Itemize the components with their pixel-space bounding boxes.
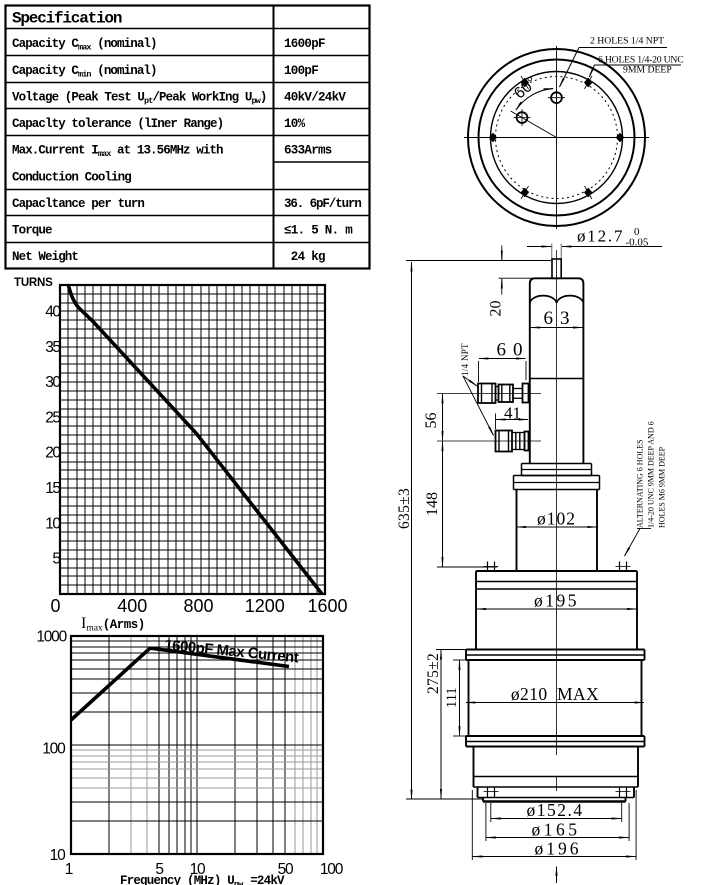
svg-text:15: 15 — [45, 480, 60, 497]
svg-text:0: 0 — [50, 596, 60, 616]
svg-text:60: 60 — [497, 340, 530, 361]
svg-text:5: 5 — [52, 551, 60, 568]
svg-text:30: 30 — [45, 374, 61, 391]
svg-text:ø165: ø165 — [532, 820, 581, 840]
svg-text:100: 100 — [42, 741, 66, 758]
svg-text:633Arms: 633Arms — [284, 144, 332, 158]
svg-text:1: 1 — [65, 861, 73, 878]
svg-text:Voltage (Peak Test Upt/Peak Wo: Voltage (Peak Test Upt/Peak WorkIng Upw) — [12, 91, 266, 107]
svg-text:800: 800 — [183, 596, 213, 616]
svg-text:10: 10 — [50, 847, 66, 864]
svg-text:111: 111 — [444, 687, 460, 708]
svg-text:1/4 NPT: 1/4 NPT — [460, 343, 470, 376]
svg-text:10: 10 — [190, 861, 206, 878]
svg-text:20: 20 — [45, 445, 61, 462]
svg-text:25: 25 — [45, 409, 60, 426]
svg-text:41: 41 — [504, 404, 521, 423]
svg-text:1/4-20 UNC 9MM DEEP AND 6: 1/4-20 UNC 9MM DEEP AND 6 — [647, 421, 656, 528]
svg-text:Frequency (MHz) Upw =24kV: Frequency (MHz) Upw =24kV — [120, 874, 285, 885]
svg-text:50: 50 — [278, 861, 294, 878]
svg-text:100pF: 100pF — [284, 64, 318, 78]
svg-text:TURNS: TURNS — [14, 277, 53, 289]
svg-text:10: 10 — [45, 515, 61, 532]
svg-text:ALTERNATING 6 HOLES: ALTERNATING 6 HOLES — [636, 439, 645, 528]
svg-text:Specification: Specification — [12, 10, 122, 28]
svg-text:35: 35 — [45, 339, 60, 356]
svg-text:Max.Current Imax at 13.56MHz w: Max.Current Imax at 13.56MHz with — [12, 144, 223, 160]
svg-text:ø195: ø195 — [534, 591, 579, 611]
svg-text:Capaclty tolerance (lIner Rang: Capaclty tolerance (lIner Range) — [12, 117, 223, 131]
svg-text:1600: 1600 — [307, 596, 347, 616]
svg-text:ø210 MAX: ø210 MAX — [511, 684, 599, 704]
svg-text:275±2: 275±2 — [425, 653, 442, 694]
svg-text:100: 100 — [320, 861, 344, 878]
svg-text:1600pF: 1600pF — [284, 37, 325, 51]
svg-text:0: 0 — [634, 226, 640, 238]
svg-text:148: 148 — [424, 492, 441, 516]
svg-text:Capacltance per turn: Capacltance per turn — [12, 197, 144, 211]
svg-text:9MM DEEP: 9MM DEEP — [623, 65, 672, 76]
svg-text:2 HOLES 1/4 NPT: 2 HOLES 1/4 NPT — [590, 36, 664, 47]
svg-text:40kV/24kV: 40kV/24kV — [284, 91, 346, 105]
svg-text:63: 63 — [544, 308, 577, 329]
svg-text:6 HOLES 1/4-20 UNC: 6 HOLES 1/4-20 UNC — [598, 55, 683, 66]
svg-text:ø12.7: ø12.7 — [577, 227, 624, 246]
svg-text:20: 20 — [488, 301, 505, 317]
svg-text:ø152.4: ø152.4 — [526, 800, 583, 820]
svg-text:Torque: Torque — [12, 224, 52, 238]
svg-text:56: 56 — [423, 413, 440, 429]
svg-text:ø102: ø102 — [537, 509, 576, 529]
svg-text:635±3: 635±3 — [396, 488, 413, 529]
svg-text:24 kg: 24 kg — [284, 250, 325, 264]
svg-text:Net Weight: Net Weight — [12, 250, 78, 264]
svg-text:40: 40 — [45, 303, 61, 320]
svg-text:≤1. 5 N. m: ≤1. 5 N. m — [284, 224, 353, 238]
svg-text:HOLES M6 9MM DEEP: HOLES M6 9MM DEEP — [658, 446, 667, 528]
svg-text:Capacity Cmax (nominal): Capacity Cmax (nominal) — [12, 37, 157, 53]
svg-text:10%: 10% — [284, 117, 306, 131]
svg-text:-0.05: -0.05 — [626, 237, 649, 249]
svg-text:5: 5 — [155, 861, 163, 878]
svg-text:1000: 1000 — [36, 629, 67, 646]
svg-text:400: 400 — [117, 596, 147, 616]
svg-text:ø196: ø196 — [535, 839, 582, 859]
svg-text:Conduction Cooling: Conduction Cooling — [12, 171, 131, 185]
svg-text:1200: 1200 — [245, 596, 285, 616]
svg-text:36. 6pF/turn: 36. 6pF/turn — [284, 197, 361, 211]
svg-text:Capacity Cmin (nominal): Capacity Cmin (nominal) — [12, 64, 157, 80]
